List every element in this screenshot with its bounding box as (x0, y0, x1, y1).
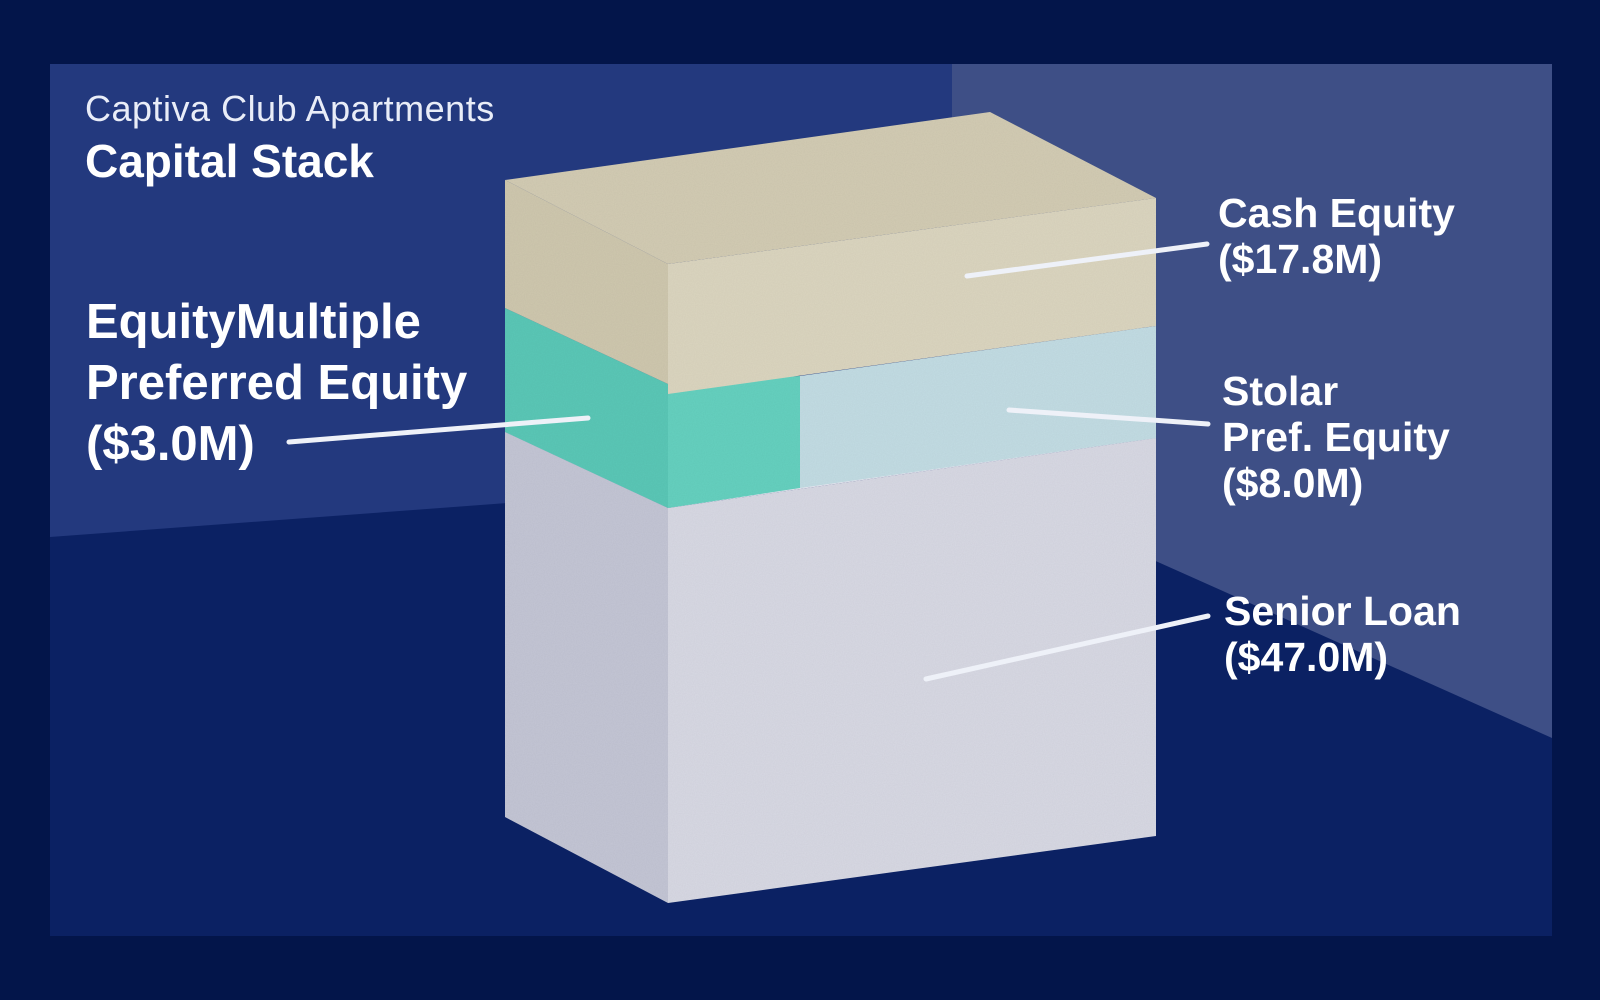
senior-loan-amount: ($47.0M) (1224, 634, 1389, 680)
equitymultiple-pref-label-line1: EquityMultiple (86, 295, 421, 349)
stolar-pref-block (800, 326, 1156, 488)
stolar-pref-amount: ($8.0M) (1222, 460, 1364, 506)
page-title: Capital Stack (85, 135, 374, 187)
equitymultiple-pref-label: EquityMultiple Preferred Equity ($3.0M) (86, 292, 467, 475)
property-name: Captiva Club Apartments (85, 88, 495, 129)
senior-loan-label-line1: Senior Loan (1224, 588, 1461, 634)
leader-line-equitymultiple (286, 415, 591, 445)
stolar-pref-label: Stolar Pref. Equity ($8.0M) (1222, 368, 1450, 506)
equitymultiple-pref-amount: ($3.0M) (86, 417, 255, 471)
leader-line-cash-equity (964, 241, 1210, 279)
leader-line-stolar (1006, 407, 1211, 427)
equitymultiple-pref-block (505, 308, 800, 508)
stolar-pref-label-line1: Stolar (1222, 368, 1339, 414)
equitymultiple-pref-label-line2: Preferred Equity (86, 356, 468, 410)
senior-loan-label: Senior Loan ($47.0M) (1224, 588, 1461, 680)
cash-equity-amount: ($17.8M) (1218, 236, 1383, 282)
cash-equity-label: Cash Equity ($17.8M) (1218, 190, 1455, 282)
leader-line-senior-loan (923, 613, 1211, 682)
cash-equity-block (505, 112, 1156, 394)
cash-equity-label-line1: Cash Equity (1218, 190, 1455, 236)
stolar-pref-label-line2: Pref. Equity (1222, 414, 1450, 460)
